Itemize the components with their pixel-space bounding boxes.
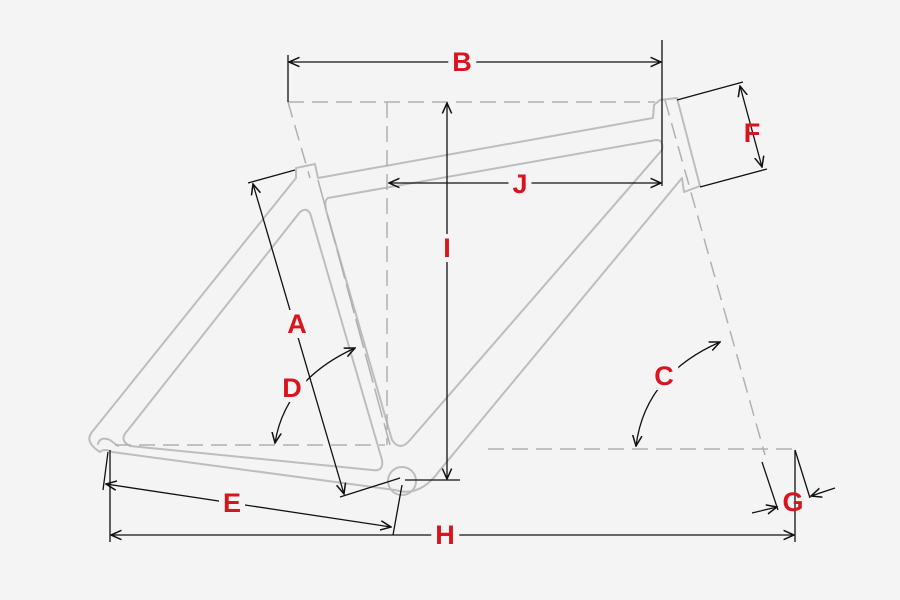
label-j: J — [508, 170, 532, 198]
label-a: A — [283, 310, 311, 338]
label-e: E — [218, 489, 246, 517]
bike-frame-outline — [88, 97, 701, 496]
label-c: C — [650, 362, 678, 390]
label-b: B — [448, 48, 476, 76]
label-h: H — [431, 521, 459, 549]
label-f: F — [743, 118, 761, 148]
label-g: G — [782, 487, 804, 517]
label-d: D — [278, 374, 306, 402]
label-i: I — [439, 234, 455, 262]
dimension-lines — [102, 40, 836, 542]
